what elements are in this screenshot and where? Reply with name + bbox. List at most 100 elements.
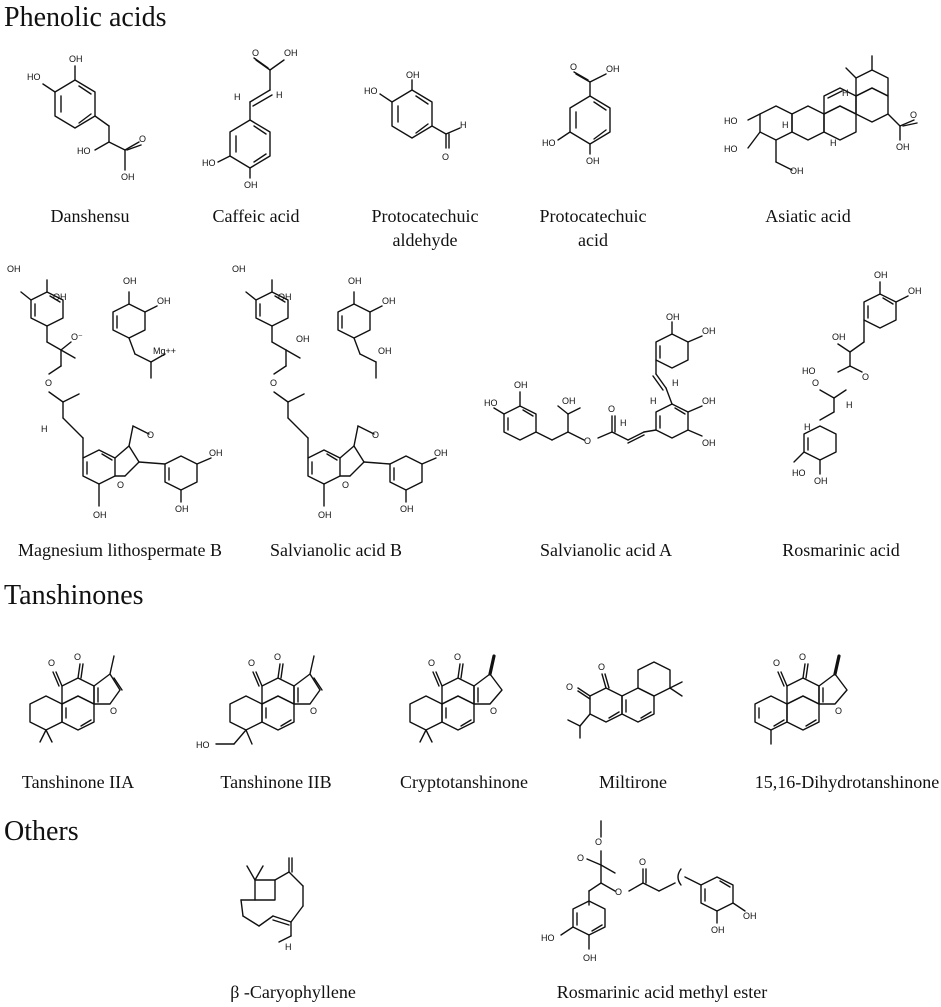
svg-text:OH: OH [244, 180, 258, 190]
caption-tanshinone-iia: Tanshinone IIA [21, 772, 135, 792]
svg-text:OH: OH [382, 296, 396, 306]
svg-text:OH: OH [209, 448, 223, 458]
svg-text:OH: OH [874, 270, 888, 280]
caption-asiatic-acid: Asiatic acid [765, 206, 851, 226]
svg-text:HO: HO [542, 138, 556, 148]
svg-text:H: H [620, 418, 627, 428]
svg-text:H: H [804, 422, 811, 432]
svg-text:H: H [41, 424, 48, 434]
svg-text:O: O [608, 404, 615, 414]
svg-text:H: H [650, 396, 657, 406]
svg-text:O: O [595, 837, 602, 847]
svg-text:OH: OH [121, 172, 135, 182]
caption-protocatechuic-acid-1: Protocatechuic [539, 206, 647, 226]
svg-text:OH: OH [157, 296, 171, 306]
svg-text:H: H [782, 120, 789, 130]
caption-salvianolic-acid-a: Salvianolic acid A [540, 540, 672, 560]
svg-text:OH: OH [296, 334, 310, 344]
svg-text:Mg++: Mg++ [153, 346, 176, 356]
svg-text:OH: OH [278, 292, 292, 302]
caption-rosmarinic-methyl-ester: Rosmarinic acid methyl ester [556, 982, 768, 1002]
svg-text:O: O [639, 857, 646, 867]
svg-text:OH: OH [123, 276, 137, 286]
svg-text:O: O [45, 378, 52, 388]
svg-text:O: O [274, 652, 281, 662]
svg-text:H: H [842, 88, 849, 98]
svg-text:O: O [862, 372, 869, 382]
svg-text:OH: OH [232, 264, 246, 274]
svg-text:H: H [830, 138, 837, 148]
svg-text:O: O [74, 652, 81, 662]
svg-text:OH: OH [702, 438, 716, 448]
caption-caffeic-acid: Caffeic acid [212, 206, 300, 226]
caryophyllene-structure: H [240, 857, 304, 952]
svg-text:O: O [442, 152, 449, 162]
svg-text:OH: OH [832, 332, 846, 342]
svg-text:OH: OH [93, 510, 107, 520]
svg-text:OH: OH [606, 64, 620, 74]
svg-text:O: O [835, 706, 842, 716]
svg-text:OH: OH [562, 396, 576, 406]
svg-text:O: O [812, 378, 819, 388]
svg-text:OH: OH [790, 166, 804, 176]
svg-text:HO: HO [364, 86, 378, 96]
svg-text:H: H [285, 942, 292, 952]
svg-text:OH: OH [702, 326, 716, 336]
svg-text:O: O [577, 853, 584, 863]
svg-text:OH: OH [175, 504, 189, 514]
svg-text:OH: OH [711, 925, 725, 935]
svg-text:HO: HO [792, 468, 806, 478]
svg-text:OH: OH [406, 70, 420, 80]
rosmarinic-methyl-ester-structure: O O O O OH OH HO OH [541, 820, 757, 963]
tanshinone-iia-structure: O OO [29, 652, 123, 743]
section-title-others: Others [4, 816, 79, 847]
svg-text:OH: OH [908, 286, 922, 296]
svg-text:OH: OH [583, 953, 597, 963]
svg-text:OH: OH [400, 504, 414, 514]
svg-text:O: O [48, 658, 55, 668]
svg-text:OH: OH [666, 312, 680, 322]
caption-magnesium-lithospermate-b: Magnesium lithospermate B [18, 540, 222, 560]
svg-text:OH: OH [378, 346, 392, 356]
caption-tanshinone-iib: Tanshinone IIB [220, 772, 332, 792]
svg-text:O: O [570, 62, 577, 72]
caption-cryptotanshinone: Cryptotanshinone [400, 772, 528, 792]
svg-text:O: O [147, 430, 154, 440]
caption-protocatechuic-aldehyde-1: Protocatechuic [371, 206, 479, 226]
svg-text:O: O [252, 48, 259, 58]
svg-text:HO: HO [541, 933, 555, 943]
svg-text:HO: HO [484, 398, 498, 408]
svg-text:O: O [773, 658, 780, 668]
svg-text:OH: OH [318, 510, 332, 520]
svg-text:OH: OH [586, 156, 600, 166]
svg-text:O: O [342, 480, 349, 490]
svg-text:H: H [234, 92, 241, 102]
svg-text:O: O [615, 887, 622, 897]
svg-text:O: O [270, 378, 277, 388]
svg-text:OH: OH [348, 276, 362, 286]
svg-text:OH: OH [69, 54, 83, 64]
svg-text:HO: HO [27, 72, 41, 82]
caption-salvianolic-acid-b: Salvianolic acid B [270, 540, 402, 560]
svg-text:O: O [454, 652, 461, 662]
svg-text:HO: HO [724, 144, 738, 154]
svg-text:HO: HO [202, 158, 216, 168]
svg-text:OH: OH [284, 48, 298, 58]
svg-text:HO: HO [724, 116, 738, 126]
section-title-tanshinones: Tanshinones [4, 580, 144, 611]
svg-text:OH: OH [743, 911, 757, 921]
caption-protocatechuic-aldehyde-2: aldehyde [392, 230, 458, 250]
caption-caryophyllene: β -Caryophyllene [230, 982, 356, 1002]
svg-text:OH: OH [896, 142, 910, 152]
svg-text:OH: OH [7, 264, 21, 274]
svg-text:O: O [490, 706, 497, 716]
miltirone-structure: OO [566, 661, 683, 739]
svg-text:OH: OH [53, 292, 67, 302]
svg-text:OH: OH [702, 396, 716, 406]
